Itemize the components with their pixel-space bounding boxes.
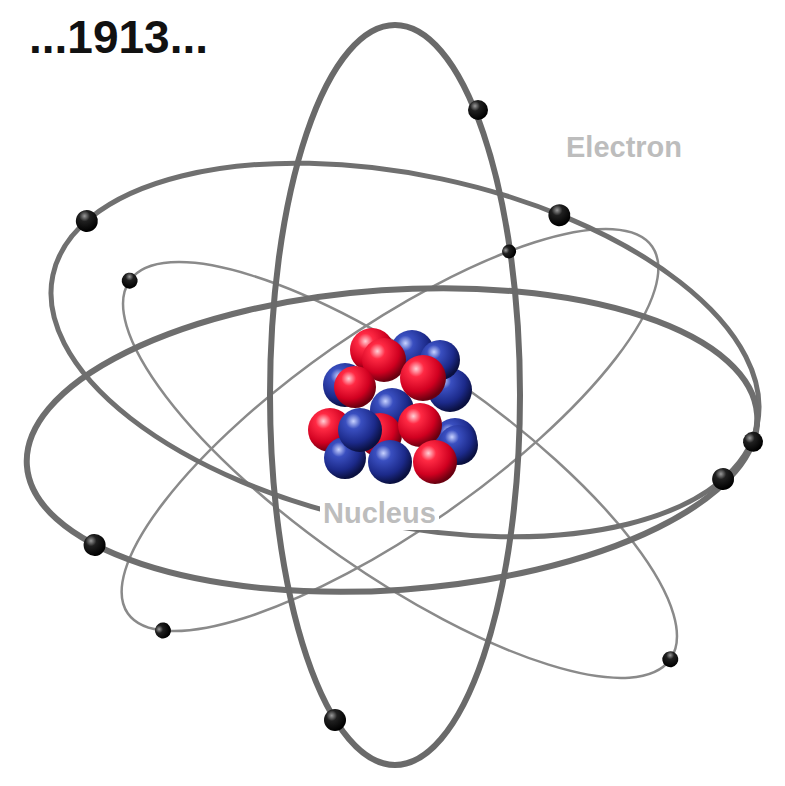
electron — [74, 208, 100, 234]
part-label: Nucleus — [320, 498, 439, 530]
orbit — [16, 265, 767, 615]
proton — [400, 355, 446, 401]
electron — [119, 270, 141, 292]
nucleus-cluster — [308, 328, 478, 484]
electron — [499, 242, 518, 261]
electron — [152, 619, 174, 641]
electron — [468, 100, 488, 120]
orbit-path — [16, 265, 767, 615]
electron — [659, 648, 681, 670]
neutron — [338, 408, 382, 452]
orbit — [69, 195, 730, 746]
electron — [742, 431, 763, 452]
orbit — [71, 165, 710, 696]
orbit-path — [71, 165, 710, 696]
part-label: Electron — [563, 132, 685, 164]
neutron — [368, 440, 412, 484]
orbit-path — [69, 195, 730, 746]
electron — [546, 202, 572, 228]
electron — [83, 533, 106, 556]
title: ...1913... — [26, 12, 211, 63]
orbit — [270, 25, 520, 765]
proton — [334, 366, 376, 408]
orbit-path — [270, 25, 520, 765]
proton — [413, 440, 457, 484]
electron — [324, 709, 346, 731]
electron — [710, 466, 736, 492]
